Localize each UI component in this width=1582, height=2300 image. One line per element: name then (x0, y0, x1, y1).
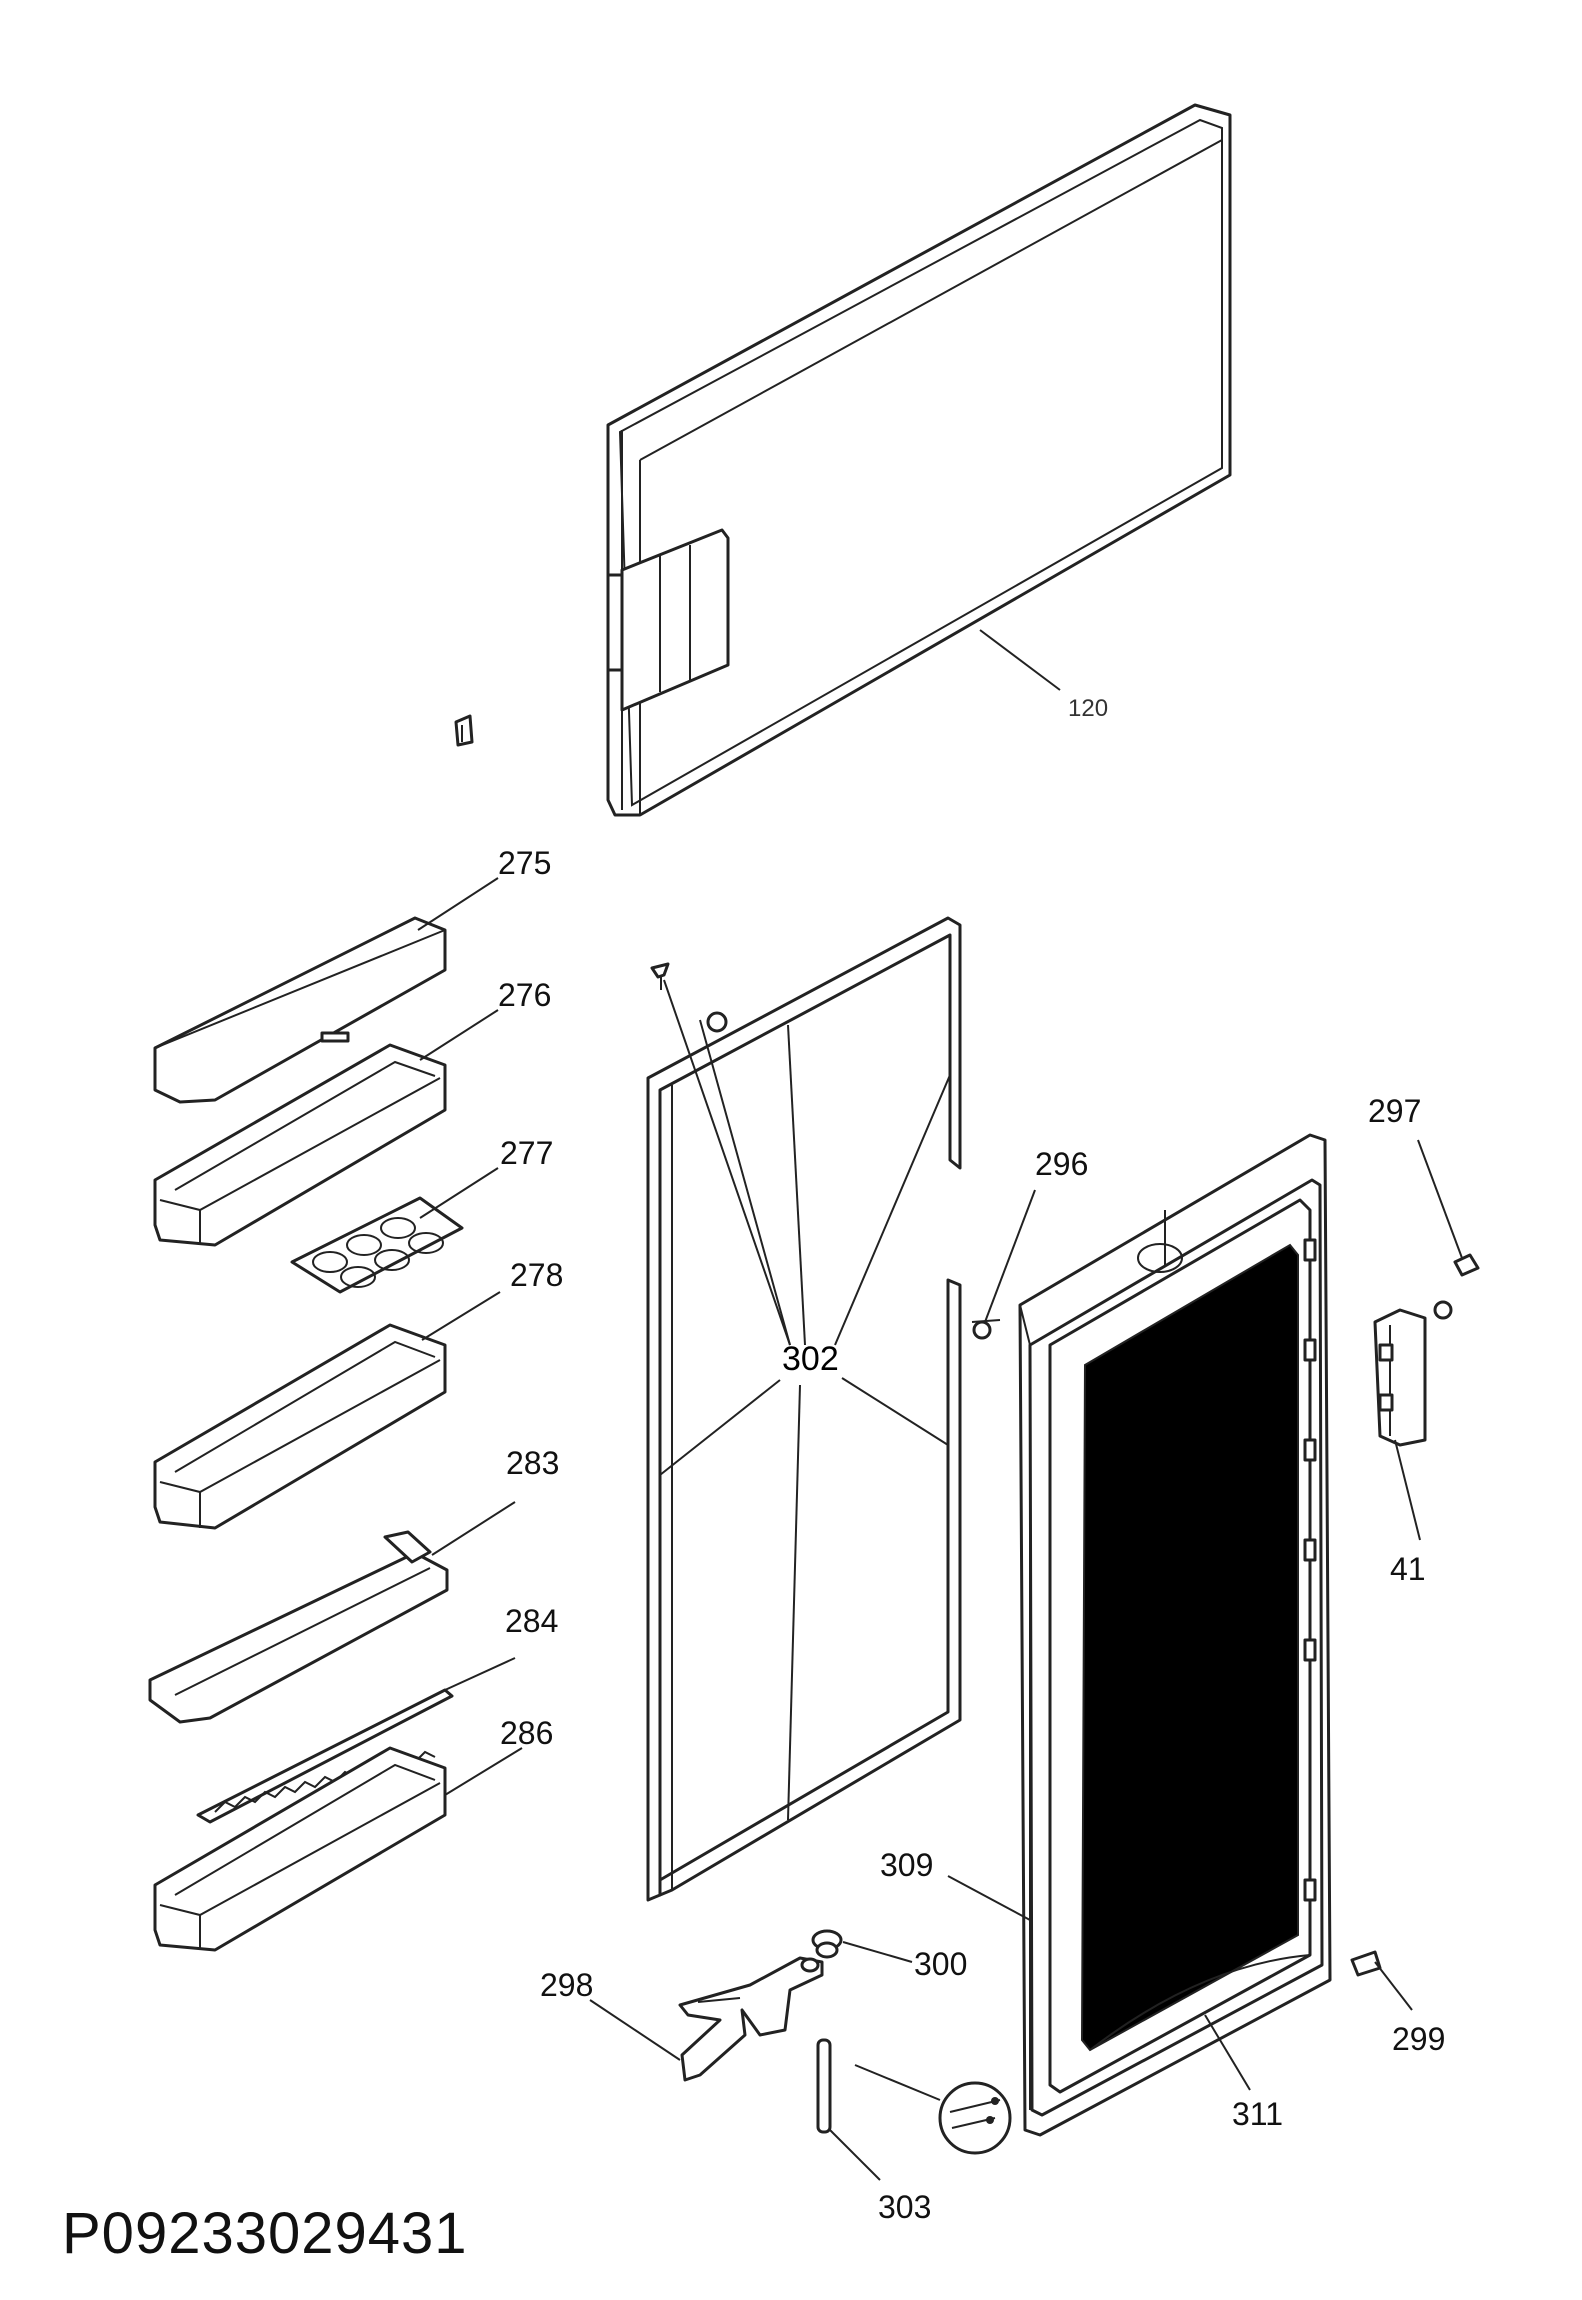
part-299-pin (971, 1319, 1001, 1340)
leader-309 (947, 1875, 1031, 1921)
leader-278 (421, 1291, 501, 1341)
leader-303-detail (854, 2064, 941, 2101)
label-311: 311 (1232, 2096, 1283, 2132)
label-300: 298 (540, 1967, 593, 2003)
leader-283 (431, 1501, 516, 1556)
leader-120 (979, 629, 1061, 691)
leader-286 (444, 1747, 523, 1796)
part-296-handle (1373, 1308, 1427, 1447)
detail-magnifier (938, 2081, 1012, 2155)
leader-276 (419, 1009, 499, 1061)
leader-41 (842, 1941, 913, 1963)
part-278-door-bin (153, 1323, 447, 1530)
label-297: 297 (1368, 1093, 1421, 1129)
label-277: 277 (500, 1135, 553, 1171)
part-277-egg-tray (290, 1196, 464, 1294)
label-296: 41 (1390, 1551, 1426, 1587)
part-120-door-panel (606, 103, 1232, 817)
leader-303 (829, 2129, 881, 2181)
part-303-hinge-pin (816, 2038, 832, 2134)
small-clip-part (454, 714, 474, 747)
leader-275 (417, 877, 499, 931)
part-309-door-liner (1018, 1133, 1332, 2137)
label-309: 309 (880, 1847, 933, 1883)
leader-297 (1417, 1139, 1463, 1259)
label-283: 283 (506, 1445, 559, 1481)
label-284: 284 (505, 1603, 558, 1639)
part-275-shelf-lid (153, 916, 447, 1104)
leader-277 (419, 1167, 499, 1219)
leader-299 (984, 1189, 1036, 1323)
part-276-door-bin (153, 1043, 447, 1247)
label-303: 303 (878, 2189, 931, 2225)
part-286-door-bin (153, 1746, 447, 1952)
diagram-code: P09233029431 (62, 2201, 468, 2266)
leader-296 (1394, 1439, 1421, 1541)
part-283-bottle-rail (148, 1530, 449, 1724)
part-41-bushing (811, 1929, 843, 1959)
label-120: 120 (1068, 695, 1108, 722)
leaders-302 (659, 979, 951, 1821)
part-297-screw (1433, 1253, 1480, 1320)
label-275: 275 (498, 845, 551, 881)
label-41: 300 (914, 1946, 967, 1982)
label-276: 276 (498, 977, 551, 1013)
part-302-inner-frame (646, 916, 962, 1902)
label-299: 296 (1035, 1146, 1088, 1182)
leader-298 (1374, 1961, 1413, 2011)
leader-311 (1204, 2014, 1251, 2091)
part-300-hinge (678, 1956, 824, 2082)
label-302: 302 (782, 1340, 839, 1378)
label-278: 278 (510, 1257, 563, 1293)
leader-300 (589, 1999, 681, 2061)
label-286: 286 (500, 1715, 553, 1751)
leader-284 (444, 1657, 516, 1691)
label-298: 299 (1392, 2021, 1445, 2057)
